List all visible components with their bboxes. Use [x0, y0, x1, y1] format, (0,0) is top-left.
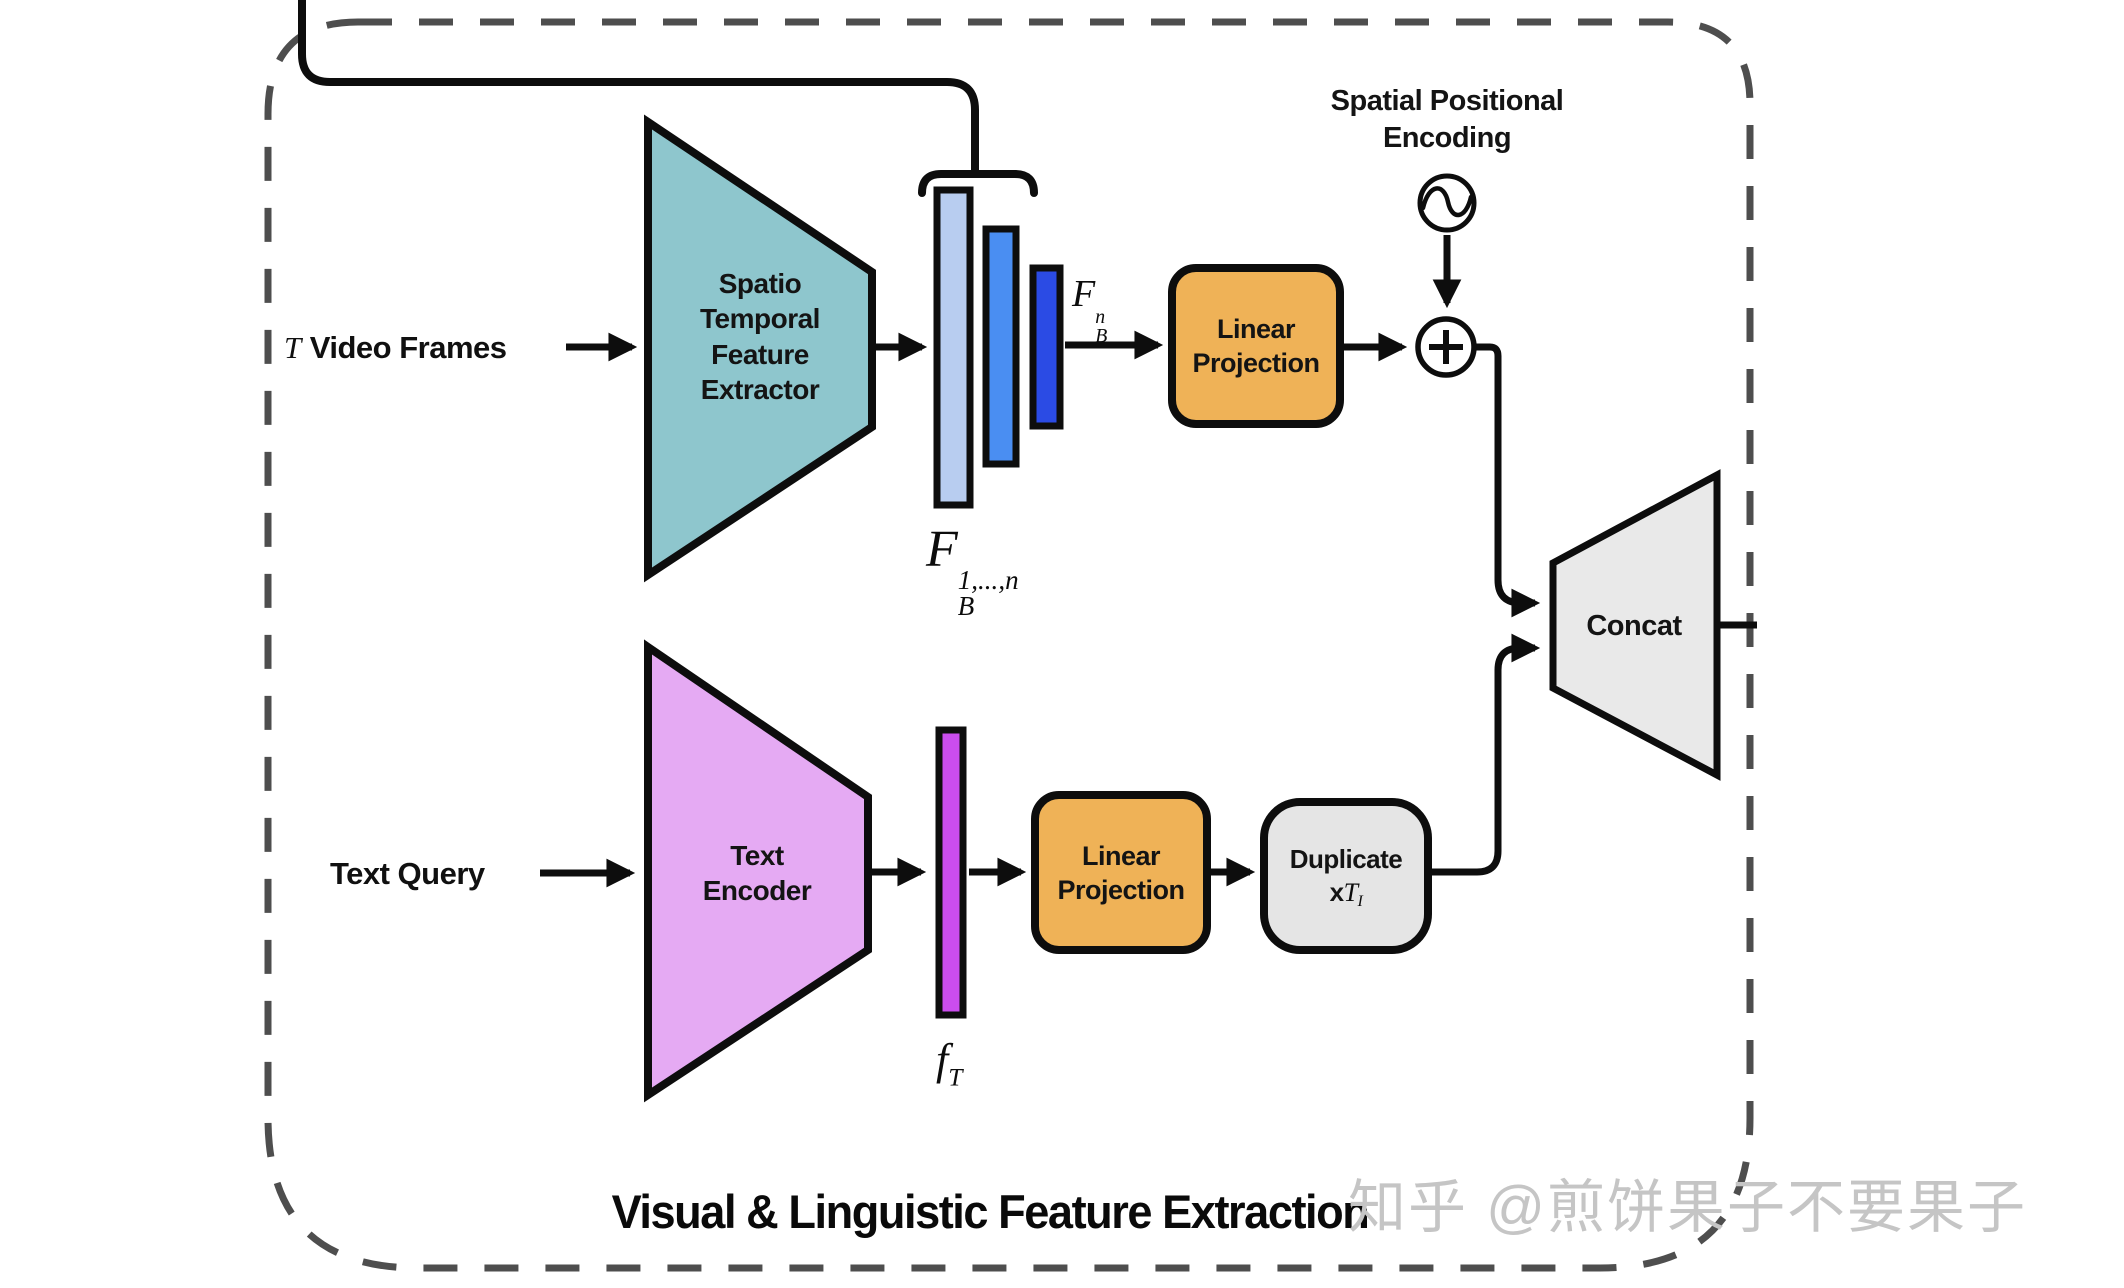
watermark: 知乎 @煎饼果子不要果子	[1348, 1175, 2027, 1240]
feature-bar-2	[982, 225, 1020, 468]
module-caption: Visual & Linguistic Feature Extraction	[611, 1185, 1370, 1238]
arrow-add-to-concat	[1476, 343, 1541, 618]
encoder-trapezoid	[644, 639, 872, 1103]
duplicate-box	[1260, 798, 1432, 954]
video-count-variable: T	[284, 330, 301, 365]
concat-trapezoid	[1549, 469, 1721, 781]
bracket-over-feature-maps	[918, 170, 1038, 197]
feature-bar-1	[933, 186, 974, 509]
text-feature-bar	[935, 726, 967, 1019]
extractor-trapezoid	[644, 114, 876, 583]
sine-wave-curve	[1420, 186, 1474, 218]
arrow-duplicate-to-concat	[1431, 633, 1541, 876]
feature-bar-3	[1029, 264, 1064, 430]
plus-glyph	[1429, 330, 1463, 364]
video-input-text: Video Frames	[309, 330, 507, 365]
module-dashed-border	[264, 18, 1754, 1272]
text-feature-label: fT	[936, 1035, 963, 1092]
feedback-line	[298, 0, 979, 172]
linear-projection-video-box	[1168, 264, 1344, 428]
linear-projection-text-box	[1031, 791, 1211, 954]
text-query-input-label: Text Query	[330, 856, 485, 891]
